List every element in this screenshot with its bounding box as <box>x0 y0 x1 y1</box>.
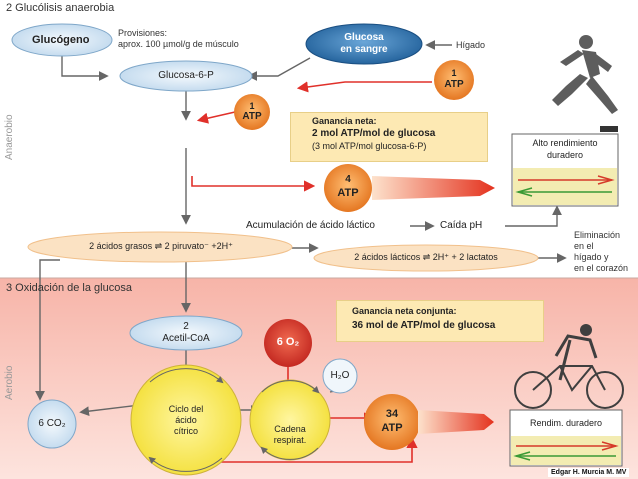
label-eliminacion-1: Eliminación <box>574 230 621 240</box>
label-alto-rendimiento-2: duradero <box>546 150 584 160</box>
label-atp1-b-unit: ATP <box>242 111 262 122</box>
author-credit: Edgar H. Murcia M. MV <box>548 468 630 477</box>
label-eliminacion-3: hígado y <box>574 252 609 262</box>
node-cadena <box>249 379 331 461</box>
label-eliminacion-4: en el corazón <box>574 263 629 273</box>
label-atp34-num: 34 <box>385 408 399 420</box>
node-glucosa-sangre <box>305 23 423 65</box>
arrow-bottom-return <box>216 436 418 463</box>
arrow-atp1-in <box>296 81 432 93</box>
ganancia-conjunta-line-2: 36 mol de ATP/mol de glucosa <box>352 320 496 331</box>
cyclist-figure <box>514 324 624 409</box>
label-alto-rendimiento-1: Alto rendimiento <box>532 138 598 148</box>
energy-flare-atp34 <box>418 410 494 434</box>
label-atp4-unit: ATP <box>337 187 359 199</box>
info-box-ganancia-conjunta <box>336 300 544 342</box>
node-glucogeno <box>11 23 113 57</box>
label-atp34-unit: ATP <box>381 422 403 434</box>
label-h2o: H₂O <box>330 370 350 381</box>
node-ciclo <box>130 364 242 476</box>
node-lactico <box>313 244 539 272</box>
arrow-to-atp4 <box>191 176 316 192</box>
node-piruvato <box>27 231 293 263</box>
arrow-glucogeno-g6p <box>61 56 109 81</box>
runner-figure <box>552 35 618 132</box>
label-higado: Hígado <box>456 40 486 50</box>
label-cadena-1: Cadena <box>274 424 306 434</box>
label-caida-ph: Caída pH <box>440 220 483 231</box>
anaerobic-section-title: 2 Glucólisis anaerobia <box>6 2 115 14</box>
ciclo-arrow-bottom <box>148 456 223 472</box>
node-acetil <box>129 315 243 351</box>
info-box-ganancia-neta <box>290 112 488 162</box>
label-glucogeno: Glucógeno <box>32 34 90 46</box>
label-glucosa-sangre-1: Glucosa <box>344 32 384 43</box>
label-atp4-num: 4 <box>345 174 351 185</box>
cadena-arrow-top <box>261 380 320 394</box>
node-h2o <box>322 358 358 394</box>
label-cadena-2: respirat. <box>273 435 307 445</box>
arrow-ciclo-co2 <box>79 404 141 417</box>
arrow-left-to-co2 <box>35 259 60 401</box>
node-glucosa6p <box>119 60 253 92</box>
label-eliminacion-2: en el <box>574 241 594 251</box>
label-atp1-b-num: 1 <box>249 101 255 111</box>
node-atp1-a <box>434 60 474 100</box>
label-atp1-a-unit: ATP <box>444 79 464 90</box>
label-glucosa6p: Glucosa-6-P <box>158 70 214 81</box>
ganancia-conjunta-line-1: Ganancia neta conjunta: <box>352 306 457 316</box>
aerobic-section-title: 3 Oxidación de la glucosa <box>6 282 132 294</box>
label-provisiones-2: aprox. 100 µmol/g de músculo <box>118 39 239 49</box>
node-co2 <box>27 399 77 449</box>
label-co2: 6 CO₂ <box>38 418 66 429</box>
label-piruvato: 2 ácidos grasos ⇌ 2 piruvato⁻ +2H⁺ <box>89 241 233 251</box>
ciclo-arrow-top <box>149 368 224 384</box>
label-rendim-duradero: Rendim. duradero <box>529 418 603 428</box>
side-label-aerobic: Aerobio <box>4 365 15 400</box>
label-atp1-a-num: 1 <box>451 68 457 78</box>
label-ciclo-2: ácido <box>175 415 197 425</box>
label-ciclo-3: cítrico <box>173 426 198 436</box>
cadena-arrow-bottom <box>260 446 319 460</box>
label-acumulacion: Acumulación de ácido láctico <box>246 220 375 231</box>
ganancia-neta-line-2: 2 mol ATP/mol de glucosa <box>312 128 436 139</box>
arrow-atp1b-in <box>196 111 236 124</box>
label-ciclo-1: Ciclo del <box>168 404 204 414</box>
energy-flare-atp4 <box>372 176 495 200</box>
node-atp1-b <box>234 94 270 130</box>
node-o2 <box>264 319 312 367</box>
label-lactico: 2 ácidos lácticos ⇌ 2H⁺ + 2 lactatos <box>354 252 498 262</box>
ganancia-neta-line-1: Ganancia neta: <box>312 116 377 126</box>
node-atp4 <box>324 164 372 212</box>
performance-panel-high <box>511 133 619 207</box>
label-glucosa-sangre-2: en sangre <box>340 44 388 55</box>
label-acetil-2: Acetil-CoA <box>162 333 210 344</box>
label-o2: 6 O₂ <box>276 336 300 348</box>
side-label-anaerobic: Anaerobio <box>4 114 15 160</box>
arrow-sangre-g6p <box>247 57 311 81</box>
arrow-caida-to-perf <box>505 205 562 227</box>
label-acetil-1: 2 <box>183 321 189 332</box>
node-atp34 <box>364 394 420 450</box>
performance-panel-durable <box>509 409 623 467</box>
ganancia-neta-line-3: (3 mol ATP/mol glucosa-6-P) <box>312 141 427 151</box>
label-provisiones-1: Provisiones: <box>118 28 168 38</box>
